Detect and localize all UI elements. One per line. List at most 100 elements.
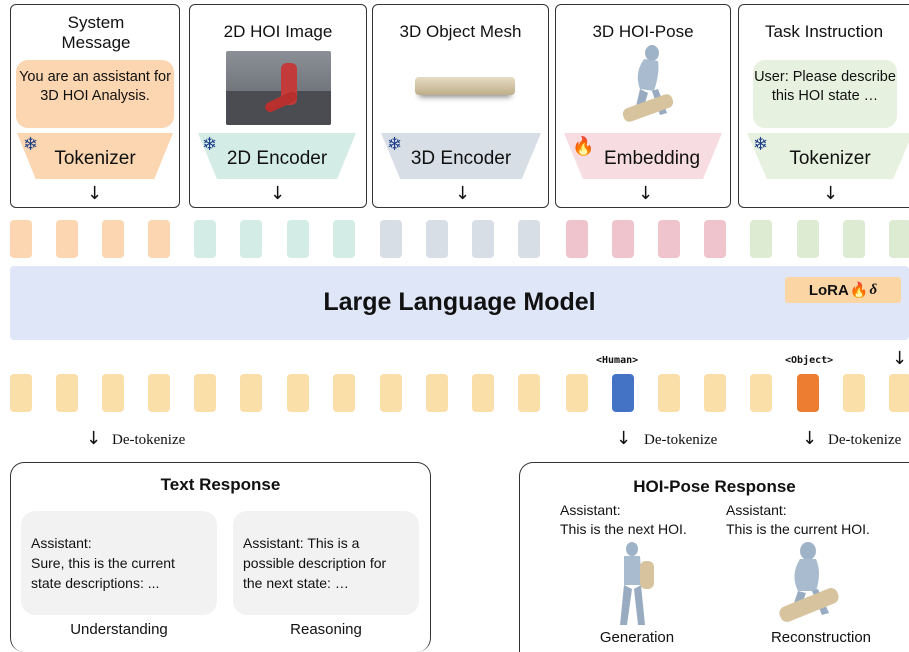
output-token bbox=[148, 374, 170, 412]
mesh-token bbox=[380, 220, 402, 258]
human-tag: <Human> bbox=[596, 355, 639, 366]
down-arrow-icon: ↓ bbox=[892, 348, 908, 369]
output-token bbox=[750, 374, 772, 412]
output-token bbox=[889, 374, 909, 412]
3d-encoder-module: 3D Encoder bbox=[381, 133, 541, 179]
down-arrow-icon: ↓ bbox=[616, 428, 632, 449]
down-arrow-icon: ↓ bbox=[87, 183, 103, 204]
task-instruction-text: User: Please describe this HOI state … bbox=[753, 60, 897, 128]
task-token bbox=[797, 220, 819, 258]
2d-encoder-module: 2D Encoder bbox=[198, 133, 356, 179]
pose-token bbox=[658, 220, 680, 258]
output-token bbox=[102, 374, 124, 412]
tokenizer-module: Tokenizer bbox=[17, 133, 173, 179]
understanding-bubble: Assistant: Sure, this is the current sta… bbox=[21, 511, 217, 615]
understanding-caption: Understanding bbox=[70, 621, 168, 638]
llm-title: Large Language Model bbox=[323, 288, 596, 316]
output-token bbox=[240, 374, 262, 412]
hoi-pose-figure bbox=[622, 45, 674, 122]
image-token bbox=[194, 220, 216, 258]
system-message-title: System Message bbox=[61, 13, 131, 52]
snowflake-icon: ❄ bbox=[202, 134, 218, 154]
output-token bbox=[704, 374, 726, 412]
hoi-image-box: 2D HOI Image 2D Encoder ❄ ↓ bbox=[189, 4, 367, 208]
hoi-pose-title: 3D HOI-Pose bbox=[592, 22, 694, 41]
generation-caption: Generation bbox=[599, 629, 675, 646]
hoi-image-title: 2D HOI Image bbox=[223, 22, 333, 41]
mesh-render bbox=[415, 77, 515, 95]
object-tag: <Object> bbox=[785, 355, 834, 366]
pose-token bbox=[612, 220, 634, 258]
snowflake-icon: ❄ bbox=[387, 134, 403, 154]
system-token bbox=[56, 220, 78, 258]
down-arrow-icon: ↓ bbox=[823, 183, 839, 204]
next-hoi-text: Assistant: This is the next HOI. bbox=[560, 502, 687, 537]
detokenize-label-text: De-tokenize bbox=[112, 432, 186, 448]
output-token bbox=[10, 374, 32, 412]
reasoning-text: Assistant: This is a possible descriptio… bbox=[243, 535, 387, 591]
down-arrow-icon: ↓ bbox=[270, 183, 286, 204]
human-token bbox=[612, 374, 634, 412]
down-arrow-icon: ↓ bbox=[638, 183, 654, 204]
mesh-token bbox=[518, 220, 540, 258]
output-token bbox=[194, 374, 216, 412]
system-message-text: You are an assistant for 3D HOI Analysis… bbox=[16, 60, 174, 128]
down-arrow-icon: ↓ bbox=[455, 183, 471, 204]
tokenizer-label-2: Tokenizer bbox=[789, 148, 871, 169]
reasoning-caption: Reasoning bbox=[290, 621, 362, 638]
3d-encoder-label: 3D Encoder bbox=[410, 148, 512, 169]
task-instruction-box: Task Instruction User: Please describe t… bbox=[738, 4, 909, 208]
pose-token bbox=[566, 220, 588, 258]
mesh-token bbox=[472, 220, 494, 258]
image-token bbox=[287, 220, 309, 258]
current-hoi-text: Assistant: This is the current HOI. bbox=[726, 502, 870, 537]
output-token bbox=[380, 374, 402, 412]
output-token bbox=[287, 374, 309, 412]
task-token bbox=[843, 220, 865, 258]
output-token bbox=[843, 374, 865, 412]
lora-delta: δ bbox=[869, 281, 878, 298]
task-instruction-title: Task Instruction bbox=[764, 22, 884, 41]
task-token bbox=[750, 220, 772, 258]
task-token bbox=[889, 220, 909, 258]
llm-block: Large Language Model bbox=[10, 266, 909, 340]
hoi-pose-box: 3D HOI-Pose Embedding 🔥 ↓ bbox=[555, 4, 731, 208]
output-token bbox=[56, 374, 78, 412]
generation-figure bbox=[620, 542, 654, 625]
system-token bbox=[102, 220, 124, 258]
output-token bbox=[566, 374, 588, 412]
understanding-text: Assistant: Sure, this is the current sta… bbox=[31, 535, 175, 591]
detokenize-label-human: De-tokenize bbox=[644, 432, 718, 448]
hoi-photo bbox=[226, 51, 331, 125]
image-token bbox=[240, 220, 262, 258]
reasoning-bubble: Assistant: This is a possible descriptio… bbox=[233, 511, 419, 615]
mesh-token bbox=[426, 220, 448, 258]
pose-token bbox=[704, 220, 726, 258]
system-token bbox=[148, 220, 170, 258]
lora-badge: LoRA 🔥 δ bbox=[785, 277, 901, 303]
output-token bbox=[518, 374, 540, 412]
down-arrow-icon: ↓ bbox=[86, 428, 102, 449]
snowflake-icon: ❄ bbox=[23, 134, 39, 154]
reconstruction-caption: Reconstruction bbox=[770, 629, 872, 646]
2d-encoder-label: 2D Encoder bbox=[226, 148, 328, 169]
hoi-pose-response-panel: HOI-Pose Response Assistant: This is the… bbox=[519, 462, 909, 652]
tokenizer-module-2: Tokenizer bbox=[747, 133, 909, 179]
object-token bbox=[797, 374, 819, 412]
embedding-label: Embedding bbox=[603, 148, 701, 169]
text-response-title: Text Response bbox=[160, 475, 281, 494]
system-token bbox=[10, 220, 32, 258]
fire-icon: 🔥 bbox=[849, 282, 869, 299]
hoi-pose-response-title: HOI-Pose Response bbox=[633, 477, 796, 496]
output-token bbox=[658, 374, 680, 412]
lora-label: LoRA bbox=[808, 281, 849, 299]
fire-icon: 🔥 bbox=[572, 136, 595, 156]
down-arrow-icon: ↓ bbox=[802, 428, 818, 449]
output-token bbox=[426, 374, 448, 412]
tokenizer-label: Tokenizer bbox=[54, 148, 136, 169]
detokenize-label-object: De-tokenize bbox=[828, 432, 902, 448]
text-response-panel: Text Response Assistant: Sure, this is t… bbox=[10, 462, 431, 652]
system-message-box: System Message You are an assistant for … bbox=[10, 4, 180, 208]
snowflake-icon: ❄ bbox=[753, 134, 769, 154]
image-token bbox=[333, 220, 355, 258]
